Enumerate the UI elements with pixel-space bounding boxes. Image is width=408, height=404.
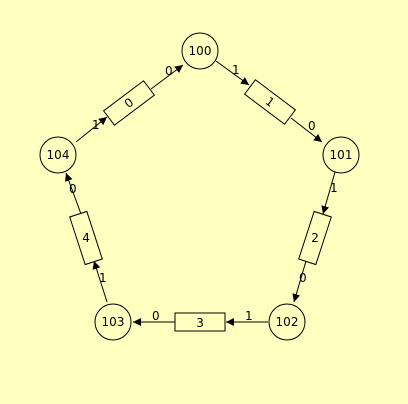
- connector-box-1-to-101: [290, 117, 323, 143]
- port-label: 1: [330, 181, 338, 195]
- connections: [64, 60, 336, 326]
- edge-box-3[interactable]: 3: [174, 312, 226, 332]
- connector-104-to-box-0: [75, 116, 108, 143]
- node-103[interactable]: 103: [94, 303, 132, 341]
- connector-box-4-to-104: [64, 172, 82, 215]
- port-label: 0: [165, 64, 173, 78]
- port-label: 0: [308, 119, 316, 133]
- node-label: 102: [276, 315, 299, 329]
- connector-box-2-to-102: [292, 260, 307, 303]
- edge-label-3: 3: [196, 316, 204, 330]
- node-label: 103: [102, 315, 125, 329]
- node-label: 104: [47, 148, 70, 162]
- edge-box-0[interactable]: 0: [102, 80, 156, 126]
- edge-label-4: 4: [82, 231, 90, 245]
- connector-101-to-box-2: [321, 171, 336, 215]
- connector-100-to-box-1: [215, 60, 250, 86]
- port-label: 0: [299, 271, 307, 285]
- node-label: 101: [330, 148, 353, 162]
- port-label: 0: [152, 309, 160, 323]
- connector-box-0-to-100: [150, 64, 184, 90]
- port-label: 1: [99, 271, 107, 285]
- edge-box-2[interactable]: 2: [298, 210, 332, 266]
- connector-103-to-box-4: [92, 260, 108, 303]
- port-label: 1: [245, 309, 253, 323]
- node-102[interactable]: 102: [268, 303, 306, 341]
- edge-box-4[interactable]: 4: [69, 210, 103, 266]
- port-label: 1: [92, 118, 100, 132]
- node-100[interactable]: 100: [181, 32, 219, 70]
- edge-box-1[interactable]: 1: [243, 79, 297, 125]
- port-labels: 1 0 1 0 1 0 1 0 1 0: [69, 63, 338, 323]
- node-104[interactable]: 104: [39, 136, 77, 174]
- node-101[interactable]: 101: [322, 136, 360, 174]
- edge-label-2: 2: [311, 231, 319, 245]
- port-label: 0: [69, 182, 77, 196]
- port-label: 1: [232, 63, 240, 77]
- node-label: 100: [189, 44, 212, 58]
